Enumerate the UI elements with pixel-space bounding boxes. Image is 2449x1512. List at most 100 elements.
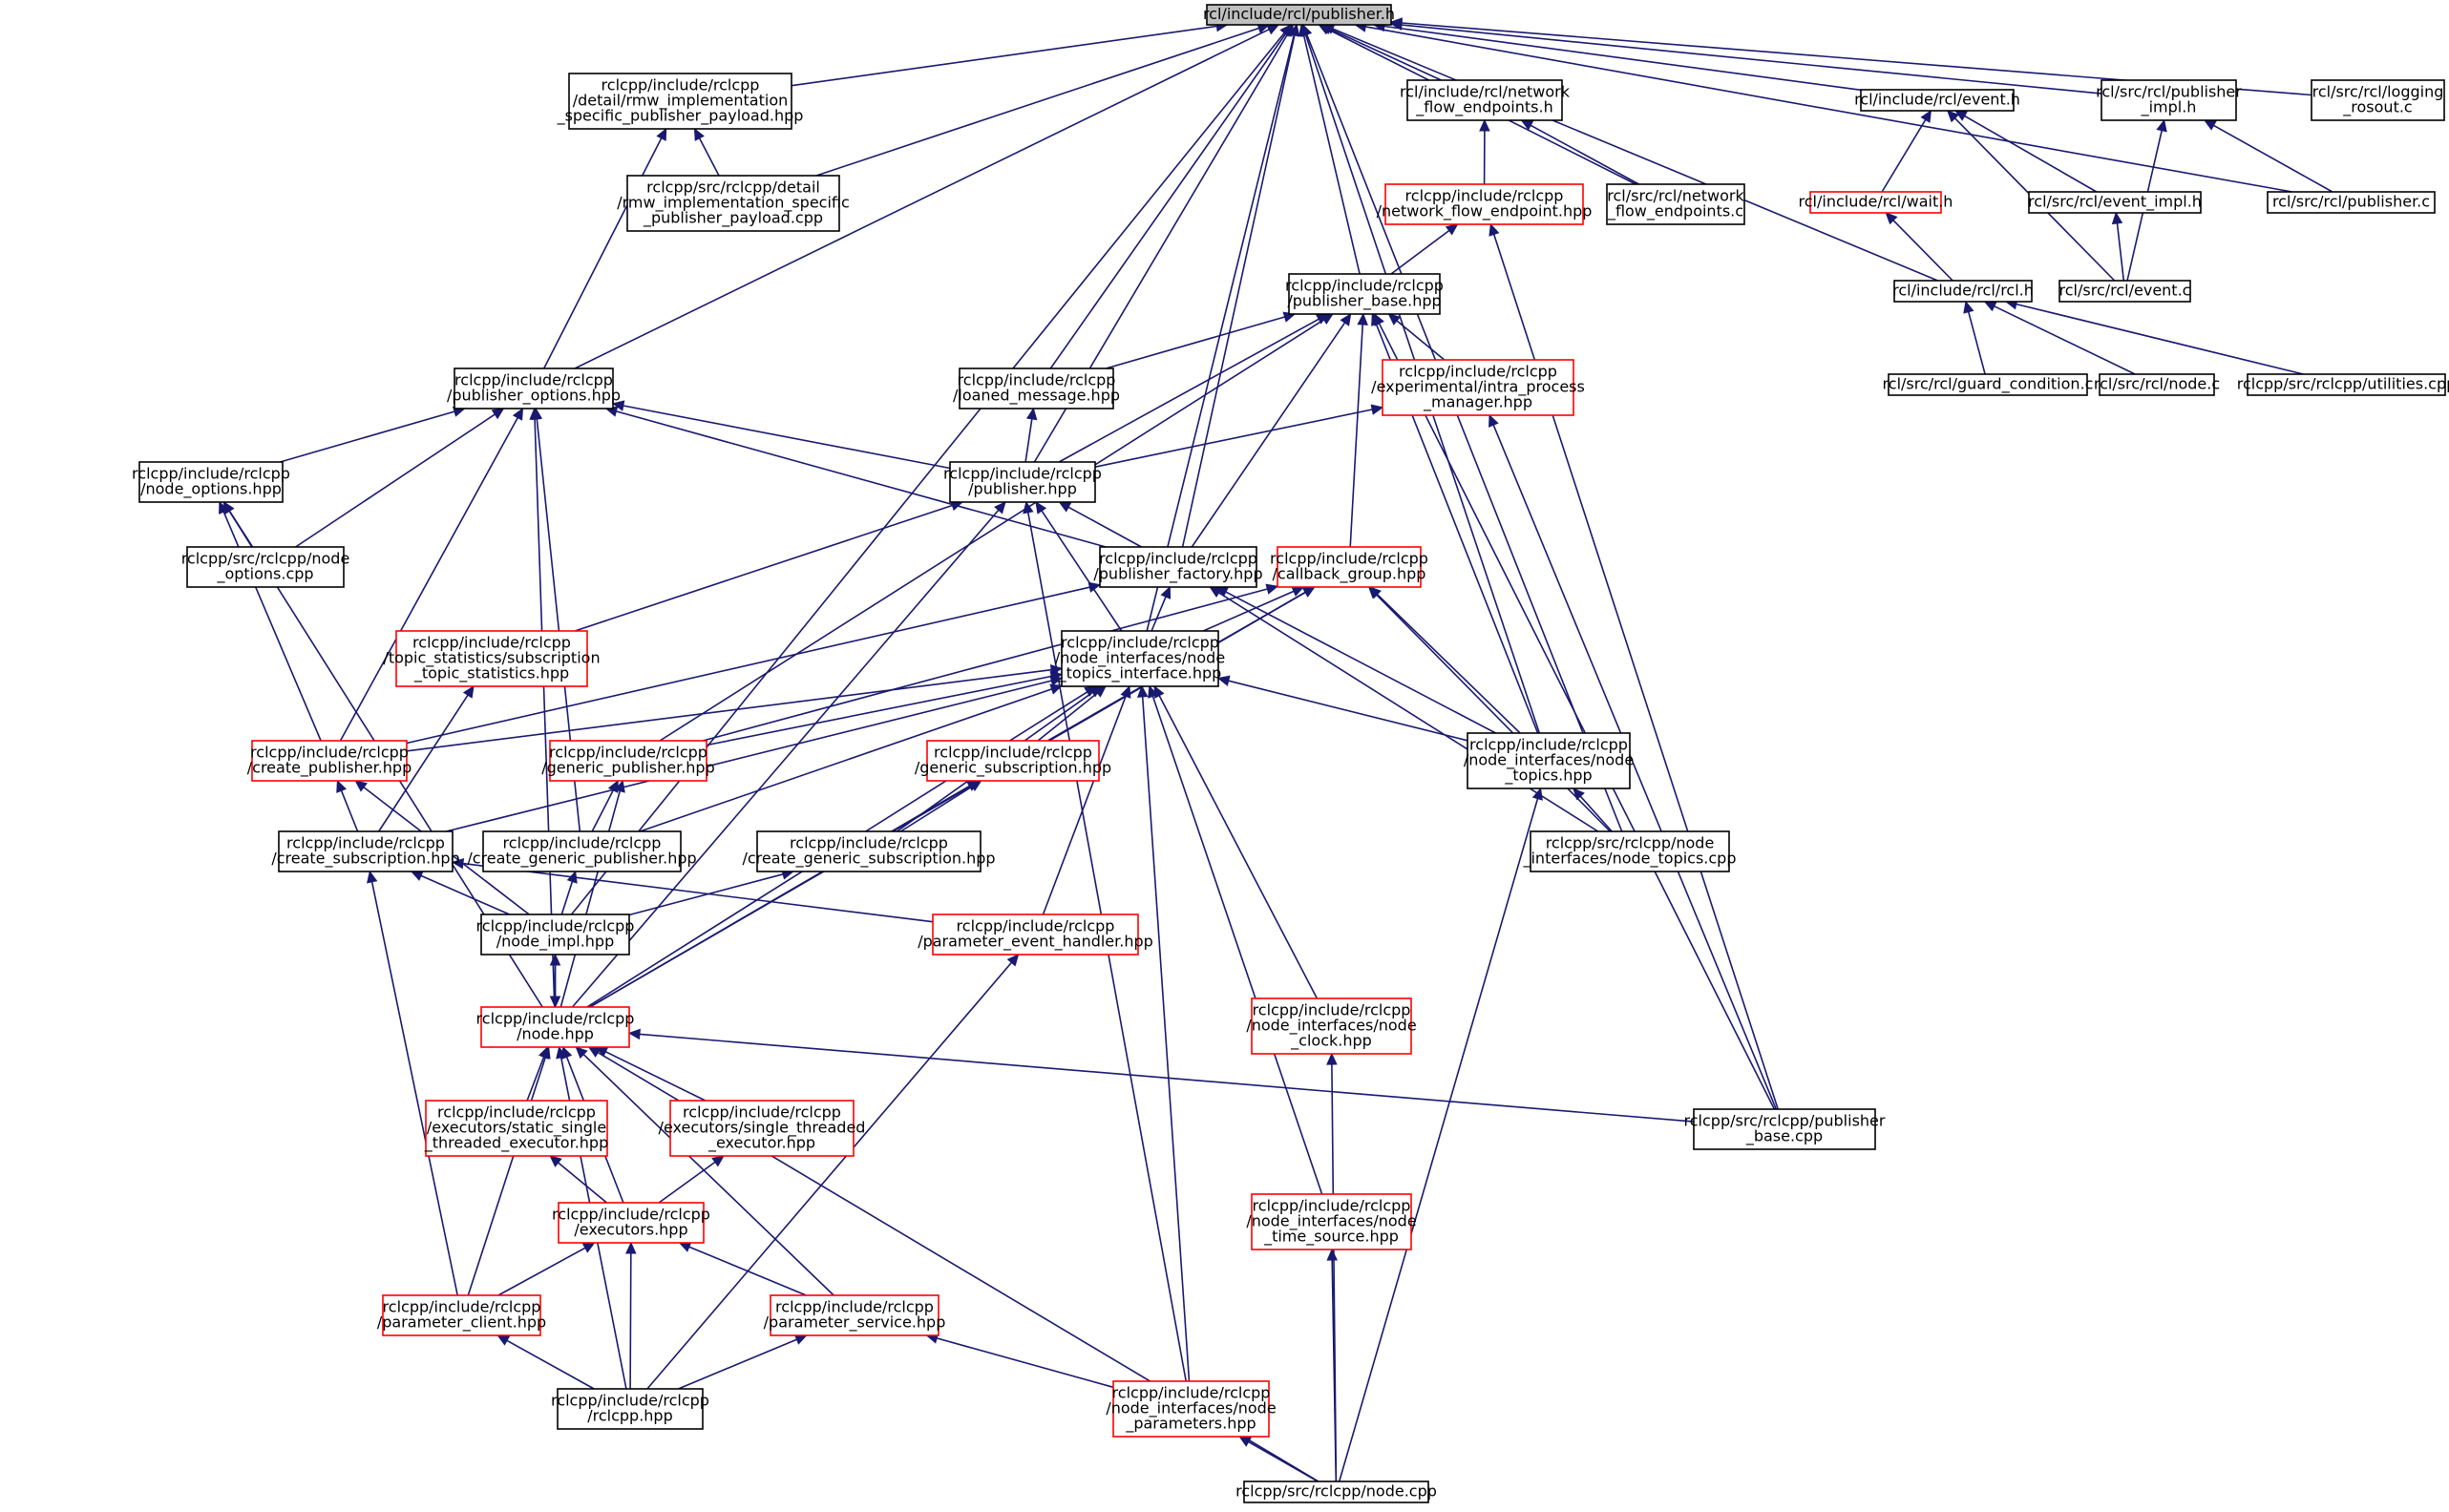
node-generic_pub_hpp[interactable]: rclcpp/include/rclcpp/generic_publisher.…: [541, 740, 715, 782]
node-pub_impl_h[interactable]: rcl/src/rcl/publisher_impl.h: [2096, 79, 2242, 121]
node-logging_rosout[interactable]: rcl/src/rcl/logging_rosout.c: [2311, 79, 2445, 121]
edge-arrowhead: [1573, 788, 1585, 801]
node-net_flow_h[interactable]: rcl/include/rcl/network_flow_endpoints.h: [1400, 79, 1571, 121]
node-node_options_hpp[interactable]: rclcpp/include/rclcpp/node_options.hpp: [132, 461, 290, 503]
node-event_c[interactable]: rcl/src/rcl/event.c: [2058, 280, 2191, 303]
node-static_exec_hpp[interactable]: rclcpp/include/rclcpp/executors/static_s…: [424, 1100, 608, 1157]
node-node_topics_hpp[interactable]: rclcpp/include/rclcpp/node_interfaces/no…: [1464, 732, 1634, 789]
node-create_pub_hpp[interactable]: rclcpp/include/rclcpp/create_publisher.h…: [247, 740, 412, 782]
edge-line: [467, 1057, 547, 1296]
edge-line: [462, 862, 934, 923]
node-publisher_base_hpp[interactable]: rclcpp/include/rclcpp/publisher_base.hpp: [1285, 273, 1444, 315]
node-utilities_cpp[interactable]: rclcpp/src/rclcpp/utilities.cpp: [2237, 373, 2449, 396]
node-param_service_hpp[interactable]: rclcpp/include/rclcpp/parameter_service.…: [764, 1294, 946, 1336]
node-node_topics_cpp[interactable]: rclcpp/src/rclcpp/node_interfaces/node_t…: [1522, 830, 1737, 872]
edge-pub_options_hpp-create_pub_hpp: [339, 407, 524, 742]
node-label-line: rclcpp/include/rclcpp: [552, 1206, 710, 1224]
edge-node_hpp-node_impl_hpp: [549, 955, 561, 1009]
node-node_impl_hpp[interactable]: rclcpp/include/rclcpp/node_impl.hpp: [476, 914, 635, 956]
node-node_options_cpp[interactable]: rclcpp/src/rclcpp/node_options.cpp: [181, 546, 350, 588]
node-single_exec_hpp[interactable]: rclcpp/include/rclcpp/executors/single_t…: [659, 1100, 866, 1157]
node-topic_stats_hpp[interactable]: rclcpp/include/rclcpp/topic_statistics/s…: [383, 630, 601, 687]
node-label-line: rclcpp/src/rclcpp/detail: [646, 178, 820, 197]
edge-arrowhead: [1367, 586, 1381, 599]
node-label-line: /rclcpp.hpp: [587, 1407, 673, 1425]
node-publisher_c[interactable]: rcl/src/rcl/publisher.c: [2267, 191, 2436, 214]
node-node_params_hpp[interactable]: rclcpp/include/rclcpp/node_interfaces/no…: [1106, 1380, 1277, 1438]
node-time_source_hpp[interactable]: rclcpp/include/rclcpp/node_interfaces/no…: [1246, 1193, 1417, 1250]
edge-arrowhead: [1963, 300, 1974, 314]
node-box: [1888, 373, 2088, 396]
node-box: [480, 914, 630, 956]
node-callback_group_hpp[interactable]: rclcpp/include/rclcpp/callback_group.hpp: [1270, 546, 1428, 588]
edge-line: [370, 881, 458, 1296]
edge-line: [658, 1161, 716, 1204]
edge-event_impl_h-event_c: [2111, 211, 2125, 282]
node-event_h[interactable]: rcl/include/rcl/event.h: [1854, 89, 2020, 112]
edge-line: [706, 675, 1052, 746]
edge-publisher_hpp-topic_stats_hpp: [574, 500, 964, 632]
node-pub_base_cpp[interactable]: rclcpp/src/rclcpp/publisher_base.cpp: [1684, 1108, 1886, 1150]
node-rcl_h[interactable]: rcl/include/rcl/rcl.h: [1892, 280, 2034, 303]
node-rmw_payload_hpp[interactable]: rclcpp/include/rclcpp/detail/rmw_impleme…: [557, 73, 804, 130]
node-node_c[interactable]: rcl/src/rcl/node.c: [2094, 373, 2220, 396]
edge-arrowhead: [512, 407, 524, 421]
edge-arrowhead: [222, 500, 235, 514]
edge-line: [1881, 118, 1927, 193]
edge-line: [1332, 28, 1938, 282]
edge-create_sub_hpp-param_client_hpp: [367, 870, 458, 1296]
node-label-line: /publisher_base.hpp: [1287, 292, 1441, 311]
node-executors_hpp[interactable]: rclcpp/include/rclcpp/executors.hpp: [552, 1202, 710, 1244]
edge-pub_impl_h-publisher_c: [2203, 119, 2333, 193]
node-create_gen_sub_hpp[interactable]: rclcpp/include/rclcpp/create_generic_sub…: [742, 830, 996, 872]
edge-arrowhead: [1049, 675, 1064, 686]
edge-publisher_base_hpp-callback_group_hpp: [1349, 312, 1368, 548]
edge-line: [526, 1057, 545, 1102]
edge-node_options_hpp-create_pub_hpp: [219, 500, 322, 742]
node-label-line: rclcpp/include/rclcpp: [1099, 550, 1257, 568]
node-pub_options_hpp[interactable]: rclcpp/include/rclcpp/publisher_options.…: [447, 368, 621, 410]
node-box: [932, 914, 1139, 956]
node-loaned_msg_hpp[interactable]: rclcpp/include/rclcpp/loaned_message.hpp: [953, 368, 1120, 410]
edge-root-net_flow_h: [1320, 24, 1442, 81]
node-label-line: /create_publisher.hpp: [247, 759, 412, 778]
node-generic_sub_hpp[interactable]: rclcpp/include/rclcpp/generic_subscripti…: [915, 740, 1111, 782]
edge-root-rmw_payload_hpp: [791, 20, 1229, 87]
node-rclcpp_hpp[interactable]: rclcpp/include/rclcpp/rclcpp.hpp: [551, 1388, 709, 1430]
node-label-line: _manager.hpp: [1423, 393, 1532, 412]
edge-executors_hpp-param_client_hpp: [497, 1242, 596, 1296]
node-create_gen_pub_hpp[interactable]: rclcpp/include/rclcpp/create_generic_pub…: [467, 830, 697, 872]
node-box: [959, 368, 1114, 410]
edge-generic_sub_hpp-create_gen_sub_hpp: [899, 780, 982, 832]
node-label-line: /node_interfaces/node: [1055, 649, 1225, 668]
node-label-line: rclcpp/include/rclcpp: [551, 1392, 709, 1410]
node-create_sub_hpp[interactable]: rclcpp/include/rclcpp/create_subscriptio…: [271, 830, 460, 872]
node-node_hpp[interactable]: rclcpp/include/rclcpp/node.hpp: [476, 1006, 635, 1048]
node-label-line: _interfaces/node_topics.cpp: [1522, 850, 1736, 869]
node-root[interactable]: rcl/include/rcl/publisher.h: [1203, 4, 1395, 26]
node-rmw_payload_cpp[interactable]: rclcpp/src/rclcpp/detail/rmw_implementat…: [617, 175, 850, 232]
node-net_flow_c[interactable]: rcl/src/rcl/network_flow_endpoints.c: [1606, 183, 1745, 225]
node-node_cpp[interactable]: rclcpp/src/rclcpp/node.cpp: [1235, 1480, 1437, 1503]
node-label-line: _topic_statistics.hpp: [413, 664, 569, 683]
node-param_event_hpp[interactable]: rclcpp/include/rclcpp/parameter_event_ha…: [918, 914, 1153, 956]
node-guard_c[interactable]: rcl/src/rcl/guard_condition.c: [1883, 373, 2094, 396]
node-publisher_hpp[interactable]: rclcpp/include/rclcpp/publisher.hpp: [943, 461, 1102, 503]
edge-intra_proc_hpp-publisher_hpp: [1094, 404, 1384, 468]
node-label-line: rcl/src/rcl/node.c: [2094, 375, 2220, 393]
node-label-line: rclcpp/include/rclcpp: [957, 917, 1115, 935]
node-param_client_hpp[interactable]: rclcpp/include/rclcpp/parameter_client.h…: [377, 1294, 546, 1336]
node-wait_h[interactable]: rcl/include/rcl/wait.h: [1799, 191, 1953, 214]
node-pub_factory_hpp[interactable]: rclcpp/include/rclcpp/publisher_factory.…: [1093, 546, 1263, 588]
edge-arrowhead: [575, 1046, 588, 1060]
node-label-line: _topics_interface.hpp: [1058, 664, 1222, 683]
node-event_impl_h[interactable]: rcl/src/rcl/event_impl.h: [2028, 191, 2202, 214]
node-topics_iface_hpp[interactable]: rclcpp/include/rclcpp/node_interfaces/no…: [1055, 630, 1225, 687]
node-label-line: rclcpp/src/rclcpp/publisher: [1684, 1112, 1886, 1130]
node-intra_proc_hpp[interactable]: rclcpp/include/rclcpp/experimental/intra…: [1371, 359, 1585, 416]
node-net_flow_hpp[interactable]: rclcpp/include/rclcpp/network_flow_endpo…: [1377, 183, 1593, 225]
node-node_clock_hpp[interactable]: rclcpp/include/rclcpp/node_interfaces/no…: [1246, 998, 1417, 1055]
node-box: [2311, 79, 2445, 121]
edge-line: [678, 1338, 797, 1390]
edge-arrowhead: [549, 1155, 562, 1167]
